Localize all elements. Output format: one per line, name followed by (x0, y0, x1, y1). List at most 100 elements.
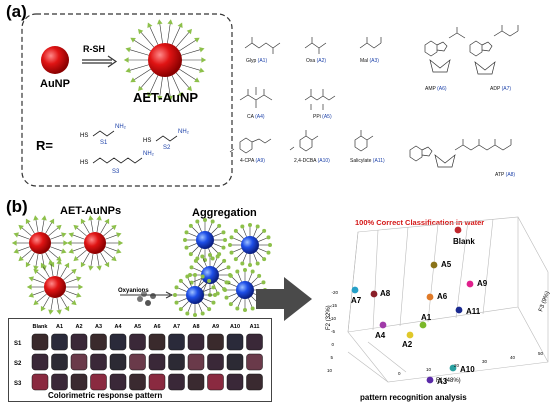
ligand-head (223, 288, 227, 292)
ligand-head (174, 285, 179, 290)
ligand-head (40, 262, 46, 269)
ligand-chain (175, 31, 191, 49)
ligand-head (215, 254, 220, 259)
ligand-head (224, 295, 229, 300)
grid-column-header: A7 (173, 324, 180, 330)
blue-nanoparticle (241, 236, 259, 254)
ligand-chain (105, 246, 119, 252)
ligand-chain (65, 278, 79, 284)
grid-well (168, 373, 185, 391)
ligand-head (213, 293, 217, 297)
grid-well (148, 353, 166, 371)
ligand-chain (166, 22, 171, 45)
ligand-head (221, 245, 226, 250)
grid-well (168, 333, 185, 351)
point-a6 (426, 293, 434, 301)
ligand-head (76, 276, 82, 282)
point-a11 (455, 306, 463, 314)
ligand-head (229, 250, 234, 255)
ligand-head (186, 28, 192, 35)
compound-glyp: Glyp (A1) (246, 58, 268, 64)
ligand-head (71, 299, 77, 306)
grid-column-header: A10 (230, 324, 240, 330)
ligand-head (80, 218, 86, 225)
ligand-head (64, 305, 70, 312)
ligand-head (235, 306, 240, 311)
compound-structures (229, 25, 519, 168)
ligand-chain (63, 270, 75, 281)
reagent-label: R-SH (83, 44, 105, 54)
ligand-chain (31, 290, 45, 296)
grid-well (109, 333, 127, 351)
ligand-head (138, 28, 144, 35)
s3-label: S3 (112, 169, 120, 175)
ligand-head (61, 248, 67, 254)
ligand-head (104, 218, 110, 225)
grid-column-header: A2 (75, 324, 82, 330)
ligand-chain (105, 234, 119, 240)
ligand-chain (148, 25, 159, 46)
ligand-head (211, 300, 216, 305)
ligand-head (25, 261, 31, 268)
panel-a-frame (21, 13, 233, 187)
ligand-chain (90, 218, 94, 233)
compound-salicylate: Salicylate (A11) (350, 158, 385, 164)
ligand-chain (42, 265, 50, 278)
ligand-chain (45, 221, 53, 234)
aunp-sphere (41, 46, 69, 74)
ligand-head (96, 265, 102, 271)
ligand-chain (139, 71, 155, 89)
oxyanion-dot (145, 300, 151, 306)
ligand-chain (50, 262, 54, 277)
ligand-head (188, 252, 193, 257)
blue-nanoparticle (201, 266, 219, 284)
ligand-head (185, 311, 190, 316)
oxyanion-dot (137, 296, 143, 302)
ligand-head (167, 95, 173, 101)
ligand-head (184, 230, 189, 235)
ligand-chain (71, 246, 85, 252)
compound-mal: Mal (A3) (360, 58, 379, 64)
ligand-head (255, 224, 260, 229)
s1-nh2: NH₂ (115, 124, 126, 130)
red-nanoparticle (44, 276, 66, 298)
grid-well (70, 373, 88, 391)
grid-column-header: A1 (56, 324, 63, 330)
ligand-head (111, 255, 117, 262)
ligand-chain (35, 253, 39, 268)
grid-well (148, 333, 166, 351)
ligand-head (261, 280, 266, 285)
ligand-chain (35, 270, 47, 281)
ligand-head (56, 309, 62, 315)
ligand-head (248, 223, 252, 227)
grid-well (31, 333, 49, 351)
s1-label: S1 (100, 140, 108, 146)
point-label-a4: A4 (375, 331, 386, 340)
ligand-chain (90, 253, 94, 268)
ligand-head (13, 248, 19, 254)
ligand-chain (166, 75, 171, 98)
grid-well (31, 353, 49, 371)
ligand-head (125, 47, 131, 53)
ligand-chain (178, 39, 198, 52)
ligand-chain (175, 71, 191, 89)
s2-label: S2 (163, 145, 171, 151)
ligand-head (33, 265, 39, 271)
ligand-chain (75, 226, 87, 237)
grid-caption: Colorimetric response pattern (48, 391, 163, 400)
aet-aunp-label: AET-AuNP (133, 90, 198, 105)
ligand-head (147, 91, 153, 98)
grid-well (90, 373, 107, 391)
compound-24-dcba: 2,4-DCBA (A10) (294, 158, 330, 164)
point-a10 (449, 364, 457, 372)
axis-f2-label: F2 (32%) (326, 305, 332, 330)
grid-well (226, 353, 244, 371)
ligand-chain (50, 234, 64, 240)
ligand-head (193, 313, 197, 317)
ligand-head (177, 91, 183, 98)
ligand-head (18, 224, 24, 231)
point-a8 (370, 290, 378, 298)
ligand-head (195, 219, 200, 224)
